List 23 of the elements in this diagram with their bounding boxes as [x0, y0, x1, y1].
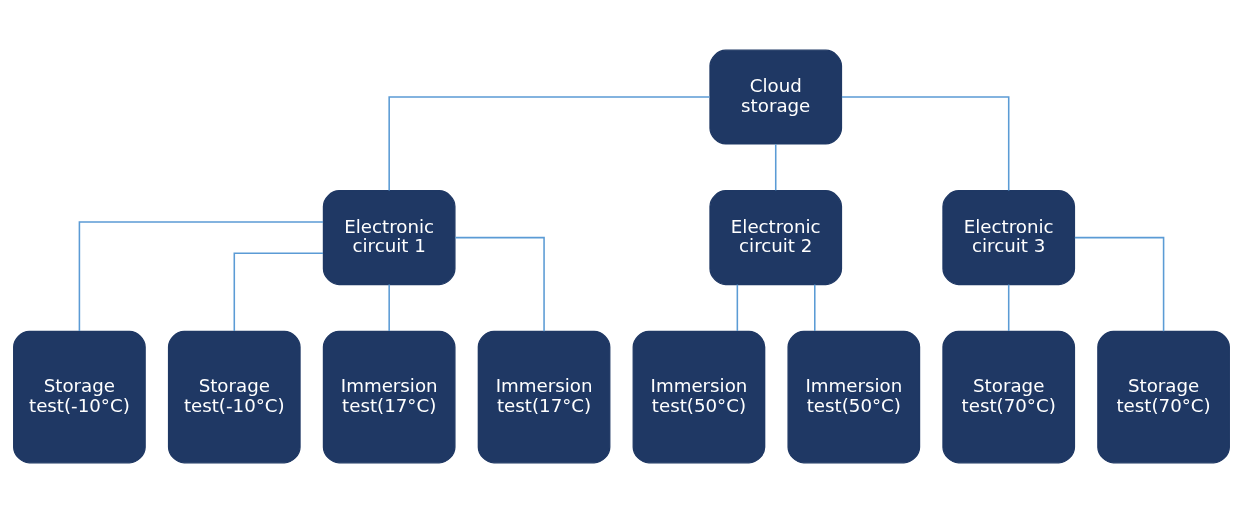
- node-box: Electronic circuit 2: [709, 189, 843, 285]
- node-box: Storage test(-10°C): [13, 330, 146, 463]
- connector: [841, 95, 1010, 191]
- node-box: Storage test(70°C): [942, 330, 1076, 463]
- connector: [233, 251, 324, 332]
- node-box: Immersion test(17°C): [322, 330, 456, 463]
- connector: [774, 143, 777, 191]
- connector: [78, 220, 324, 332]
- connector: [388, 283, 390, 332]
- node-box: Immersion test(17°C): [477, 330, 611, 463]
- node-box: Storage test(70°C): [1097, 330, 1230, 463]
- connector: [1007, 283, 1010, 332]
- connector: [454, 236, 545, 332]
- connector: [388, 95, 711, 191]
- node-box: Immersion test(50°C): [632, 330, 766, 463]
- node-box: Immersion test(50°C): [787, 330, 921, 463]
- node-box: Cloud storage: [709, 49, 843, 145]
- node-box: Electronic circuit 1: [322, 189, 456, 285]
- node-box: Storage test(-10°C): [167, 330, 301, 463]
- connector: [1074, 236, 1165, 332]
- node-box: Electronic circuit 3: [942, 189, 1076, 285]
- connector: [814, 283, 816, 332]
- connector: [736, 283, 739, 332]
